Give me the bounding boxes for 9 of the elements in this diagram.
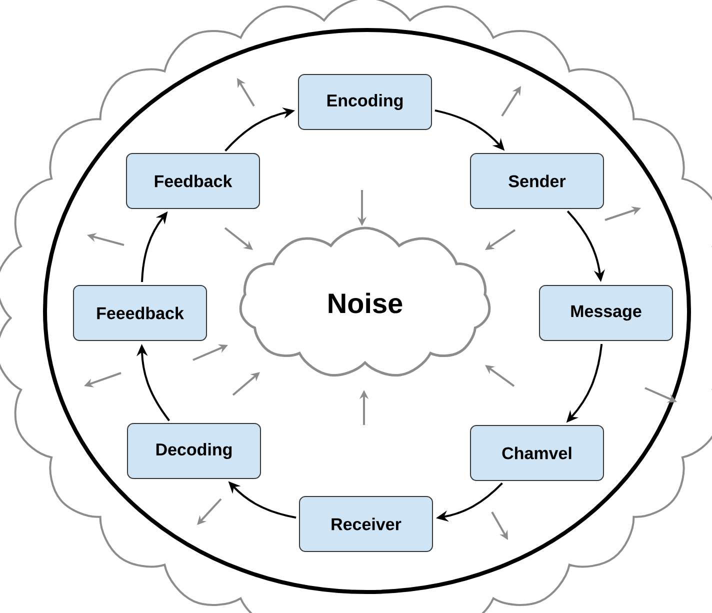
process-box: Sender — [470, 153, 604, 209]
noise-cloud: Noise — [239, 226, 491, 376]
process-box: Feeedback — [73, 285, 207, 341]
process-box: Message — [539, 285, 673, 341]
process-box: Decoding — [127, 423, 261, 479]
process-box: Feedback — [126, 153, 260, 209]
process-box: Receiver — [299, 496, 433, 552]
process-box: Chamvel — [470, 425, 604, 481]
process-box: Encoding — [298, 74, 432, 130]
